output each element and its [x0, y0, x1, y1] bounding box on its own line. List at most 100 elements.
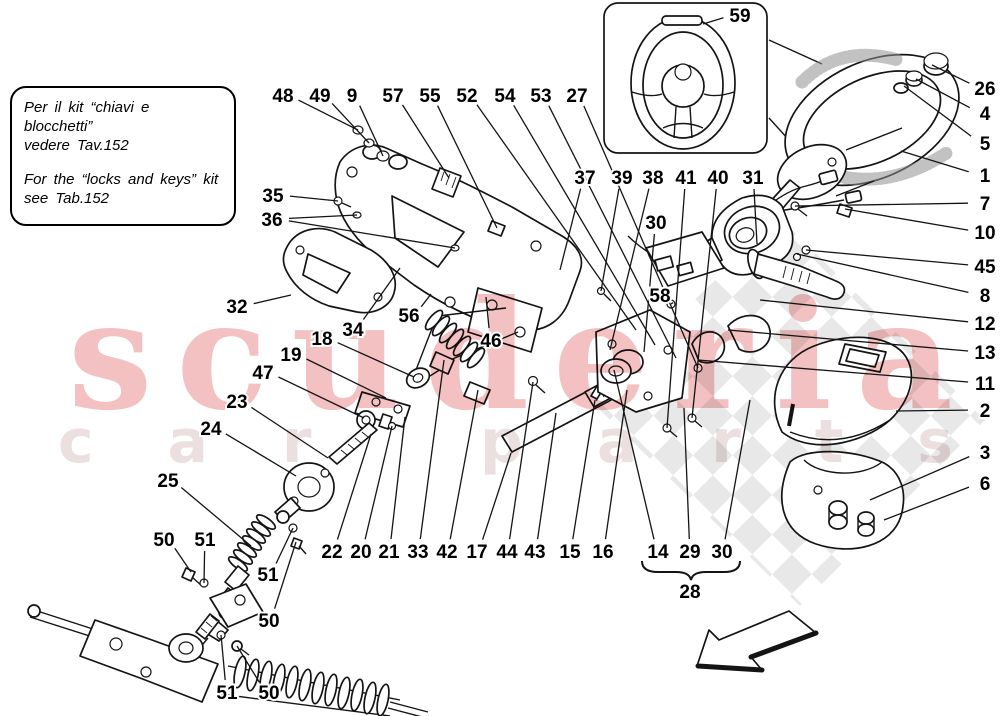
leader-line-44	[508, 381, 534, 540]
callout-21: 21	[378, 542, 400, 563]
leader-line-51	[220, 634, 226, 681]
callout-13: 13	[974, 343, 995, 364]
callout-15: 15	[559, 542, 581, 563]
callout-22: 22	[321, 542, 342, 563]
callout-27: 27	[566, 86, 587, 107]
callout-55: 55	[419, 86, 441, 107]
upper-shroud	[773, 336, 913, 446]
callout-50: 50	[153, 530, 174, 551]
leader-line-17	[481, 452, 512, 540]
leader-line-31	[753, 188, 758, 245]
callout-29: 29	[679, 542, 700, 563]
callout-42: 42	[436, 542, 457, 563]
leader-line-12	[759, 299, 969, 323]
leader-line-13	[727, 329, 969, 352]
callout-44: 44	[496, 542, 518, 563]
leader-line-30	[724, 399, 751, 540]
column-switch-module	[627, 231, 725, 287]
leader-line-40	[691, 188, 717, 419]
steering-rack	[27, 583, 429, 716]
callout-49: 49	[309, 86, 330, 107]
note-en-line2: see Tab.152	[24, 189, 110, 207]
leader-line-43	[536, 412, 557, 540]
leader-line-50	[273, 541, 297, 609]
callout-50: 50	[258, 611, 279, 632]
leader-line-10	[844, 208, 969, 231]
watermark-primary: scuderia	[68, 268, 953, 444]
connector-plug	[844, 189, 863, 204]
note-it-line1: Per il kit “chiavi e blocchetti”	[24, 99, 150, 136]
leader-line-4	[915, 78, 971, 109]
callout-46: 46	[480, 331, 501, 352]
callout-36: 36	[261, 210, 282, 231]
callout-5: 5	[980, 134, 991, 155]
leader-line-3	[869, 456, 970, 501]
callout-9: 9	[347, 86, 358, 107]
callout-53: 53	[530, 86, 551, 107]
turn-signal-stalk	[747, 248, 846, 300]
note-box: Per il kit “chiavi e blocchetti” vedere …	[10, 86, 236, 226]
watermark: scuderia car parts	[58, 268, 953, 477]
leader-line-36	[288, 220, 456, 249]
leader-line-55	[437, 105, 498, 229]
callout-18: 18	[311, 329, 332, 350]
leader-line-2	[895, 409, 969, 412]
leader-line-30	[643, 233, 656, 353]
callout-1: 1	[980, 166, 991, 187]
leader-line-37	[559, 188, 582, 271]
leader-line-18	[337, 342, 415, 378]
callout-23: 23	[226, 392, 247, 413]
callout-3: 3	[980, 443, 991, 464]
callout-45: 45	[974, 257, 996, 278]
leader-line-50	[174, 547, 192, 573]
callout-11: 11	[975, 374, 996, 395]
callout-51: 51	[216, 683, 238, 704]
callout-30: 30	[711, 542, 732, 563]
callout-24: 24	[200, 419, 222, 440]
retaining-clip	[836, 203, 853, 218]
leader-line-33	[419, 359, 445, 540]
callout-12: 12	[974, 314, 995, 335]
callout-8: 8	[980, 286, 991, 307]
callout-51: 51	[257, 565, 279, 586]
callout-37: 37	[574, 168, 595, 189]
callout-19: 19	[280, 345, 301, 366]
leader-line-35	[289, 195, 339, 202]
callout-57: 57	[382, 86, 403, 107]
callout-20: 20	[350, 542, 371, 563]
callout-30: 30	[645, 213, 666, 234]
callout-34: 34	[342, 320, 364, 341]
leader-line-39	[600, 188, 620, 292]
direction-arrow	[695, 610, 819, 673]
callout-39: 39	[611, 168, 632, 189]
callout-51: 51	[194, 530, 216, 551]
intermediate-shaft	[274, 422, 378, 555]
leader-line-22	[336, 433, 372, 540]
leader-line-21	[390, 416, 406, 540]
leader-line-6	[883, 486, 970, 521]
leader-line-9	[359, 105, 384, 157]
leader-line-36	[288, 214, 358, 220]
callout-50: 50	[258, 683, 279, 704]
leader-line-11	[697, 359, 969, 383]
callout-31: 31	[742, 168, 764, 189]
leader-line-51	[275, 527, 294, 564]
leader-line-52	[476, 104, 637, 331]
leader-line-14	[613, 369, 655, 540]
callout-54: 54	[494, 86, 516, 107]
leader-line-15	[572, 399, 596, 540]
leader-line-42	[449, 389, 479, 540]
brace-28	[641, 560, 741, 581]
leader-line-8	[796, 253, 969, 294]
leader-line-32	[253, 294, 292, 305]
callout-7: 7	[980, 194, 991, 215]
leader-line-24	[225, 433, 297, 477]
leader-line-41	[666, 188, 686, 429]
connector-plug	[818, 169, 839, 186]
leader-line-26	[931, 64, 970, 84]
leader-line-1	[900, 150, 969, 173]
lower-column-bracket	[429, 309, 771, 453]
leader-line-46	[485, 296, 490, 329]
